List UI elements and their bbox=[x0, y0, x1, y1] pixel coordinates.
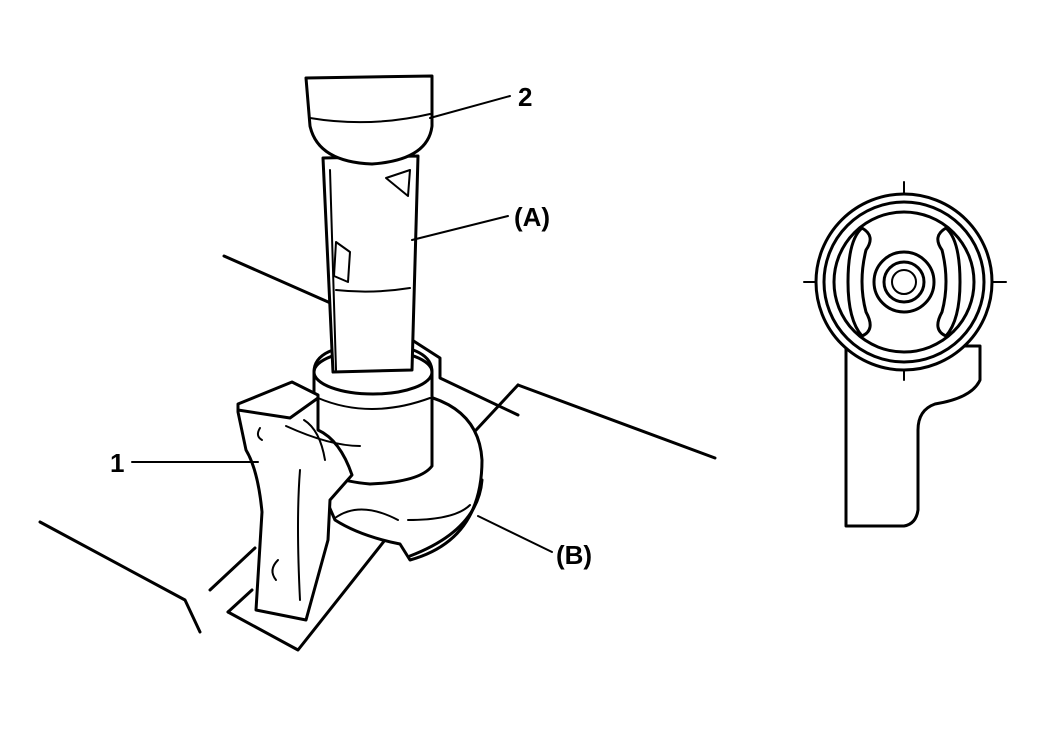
label-point-b: (B) bbox=[556, 540, 592, 570]
leader-lines bbox=[131, 95, 553, 553]
label-part-2: 2 bbox=[518, 82, 532, 112]
driver-shaft bbox=[321, 154, 420, 374]
leader-point-a bbox=[411, 215, 509, 241]
leader-part-2 bbox=[429, 95, 511, 119]
detail-view-tool-top bbox=[803, 181, 1007, 528]
label-part-1: 1 bbox=[110, 448, 124, 478]
label-point-a: (A) bbox=[514, 202, 550, 232]
holding-tool bbox=[236, 380, 361, 622]
leader-point-b bbox=[477, 515, 553, 553]
workbench bbox=[38, 254, 717, 634]
driver-handle bbox=[304, 74, 434, 166]
